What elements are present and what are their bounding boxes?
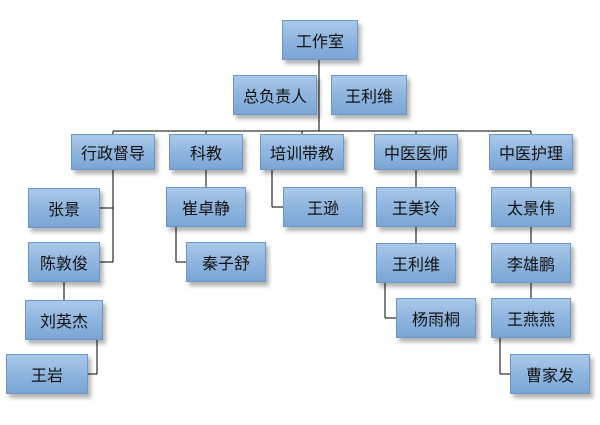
member-node: 太景伟 xyxy=(491,187,571,227)
dept-tcm-nursing: 中医护理 xyxy=(489,134,573,170)
member-node: 王岩 xyxy=(6,354,88,394)
lead-name-node: 王利维 xyxy=(331,75,407,115)
root-node: 工作室 xyxy=(282,20,358,60)
member-node: 王燕燕 xyxy=(491,298,571,338)
member-node: 崔卓静 xyxy=(166,187,246,227)
member-node: 陈敦俊 xyxy=(28,242,100,282)
dept-admin-supervision: 行政督导 xyxy=(71,134,155,170)
member-node: 杨雨桐 xyxy=(396,298,476,338)
member-node: 曹家发 xyxy=(510,354,590,394)
member-node: 刘英杰 xyxy=(25,300,103,340)
member-node: 张景 xyxy=(28,188,100,228)
dept-science-education: 科教 xyxy=(169,134,243,170)
lead-title-node: 总负责人 xyxy=(233,75,317,115)
member-node: 秦子舒 xyxy=(186,242,266,282)
member-node: 李雄鹏 xyxy=(491,243,571,283)
member-node: 王利维 xyxy=(376,243,456,283)
dept-training: 培训带教 xyxy=(260,134,344,170)
member-node: 王逊 xyxy=(283,187,363,227)
member-node: 王美玲 xyxy=(376,187,456,227)
dept-tcm-physicians: 中医医师 xyxy=(374,134,458,170)
